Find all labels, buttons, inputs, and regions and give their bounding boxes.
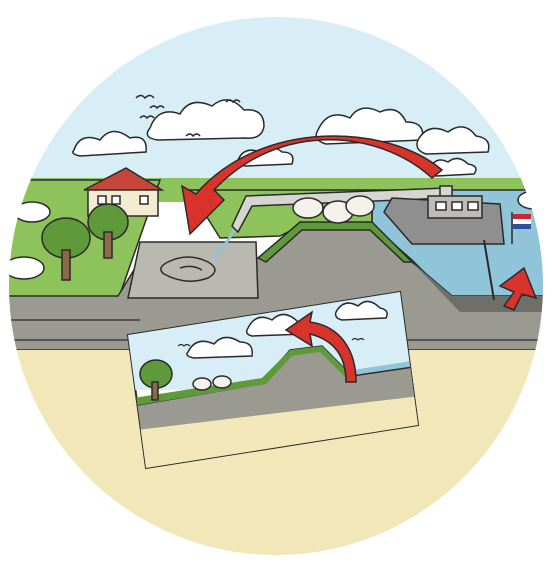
sheep-icon [193, 378, 211, 390]
sheep-icon [213, 376, 231, 388]
willow-trunk [152, 382, 158, 400]
settling-basin [128, 242, 258, 298]
